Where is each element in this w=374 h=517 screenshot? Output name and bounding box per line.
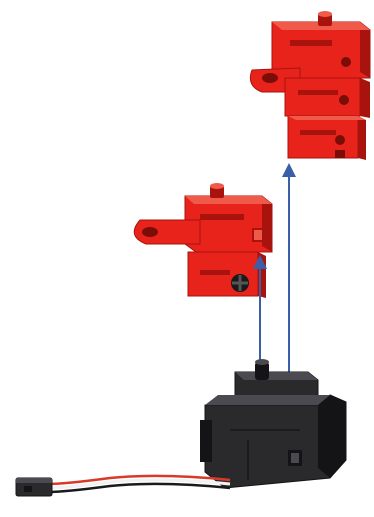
upper-red-assembly xyxy=(250,11,370,160)
servo-cable xyxy=(48,476,230,492)
servo-motor xyxy=(200,359,346,488)
connector-plug xyxy=(16,478,52,496)
lower-red-assembly xyxy=(134,183,272,298)
